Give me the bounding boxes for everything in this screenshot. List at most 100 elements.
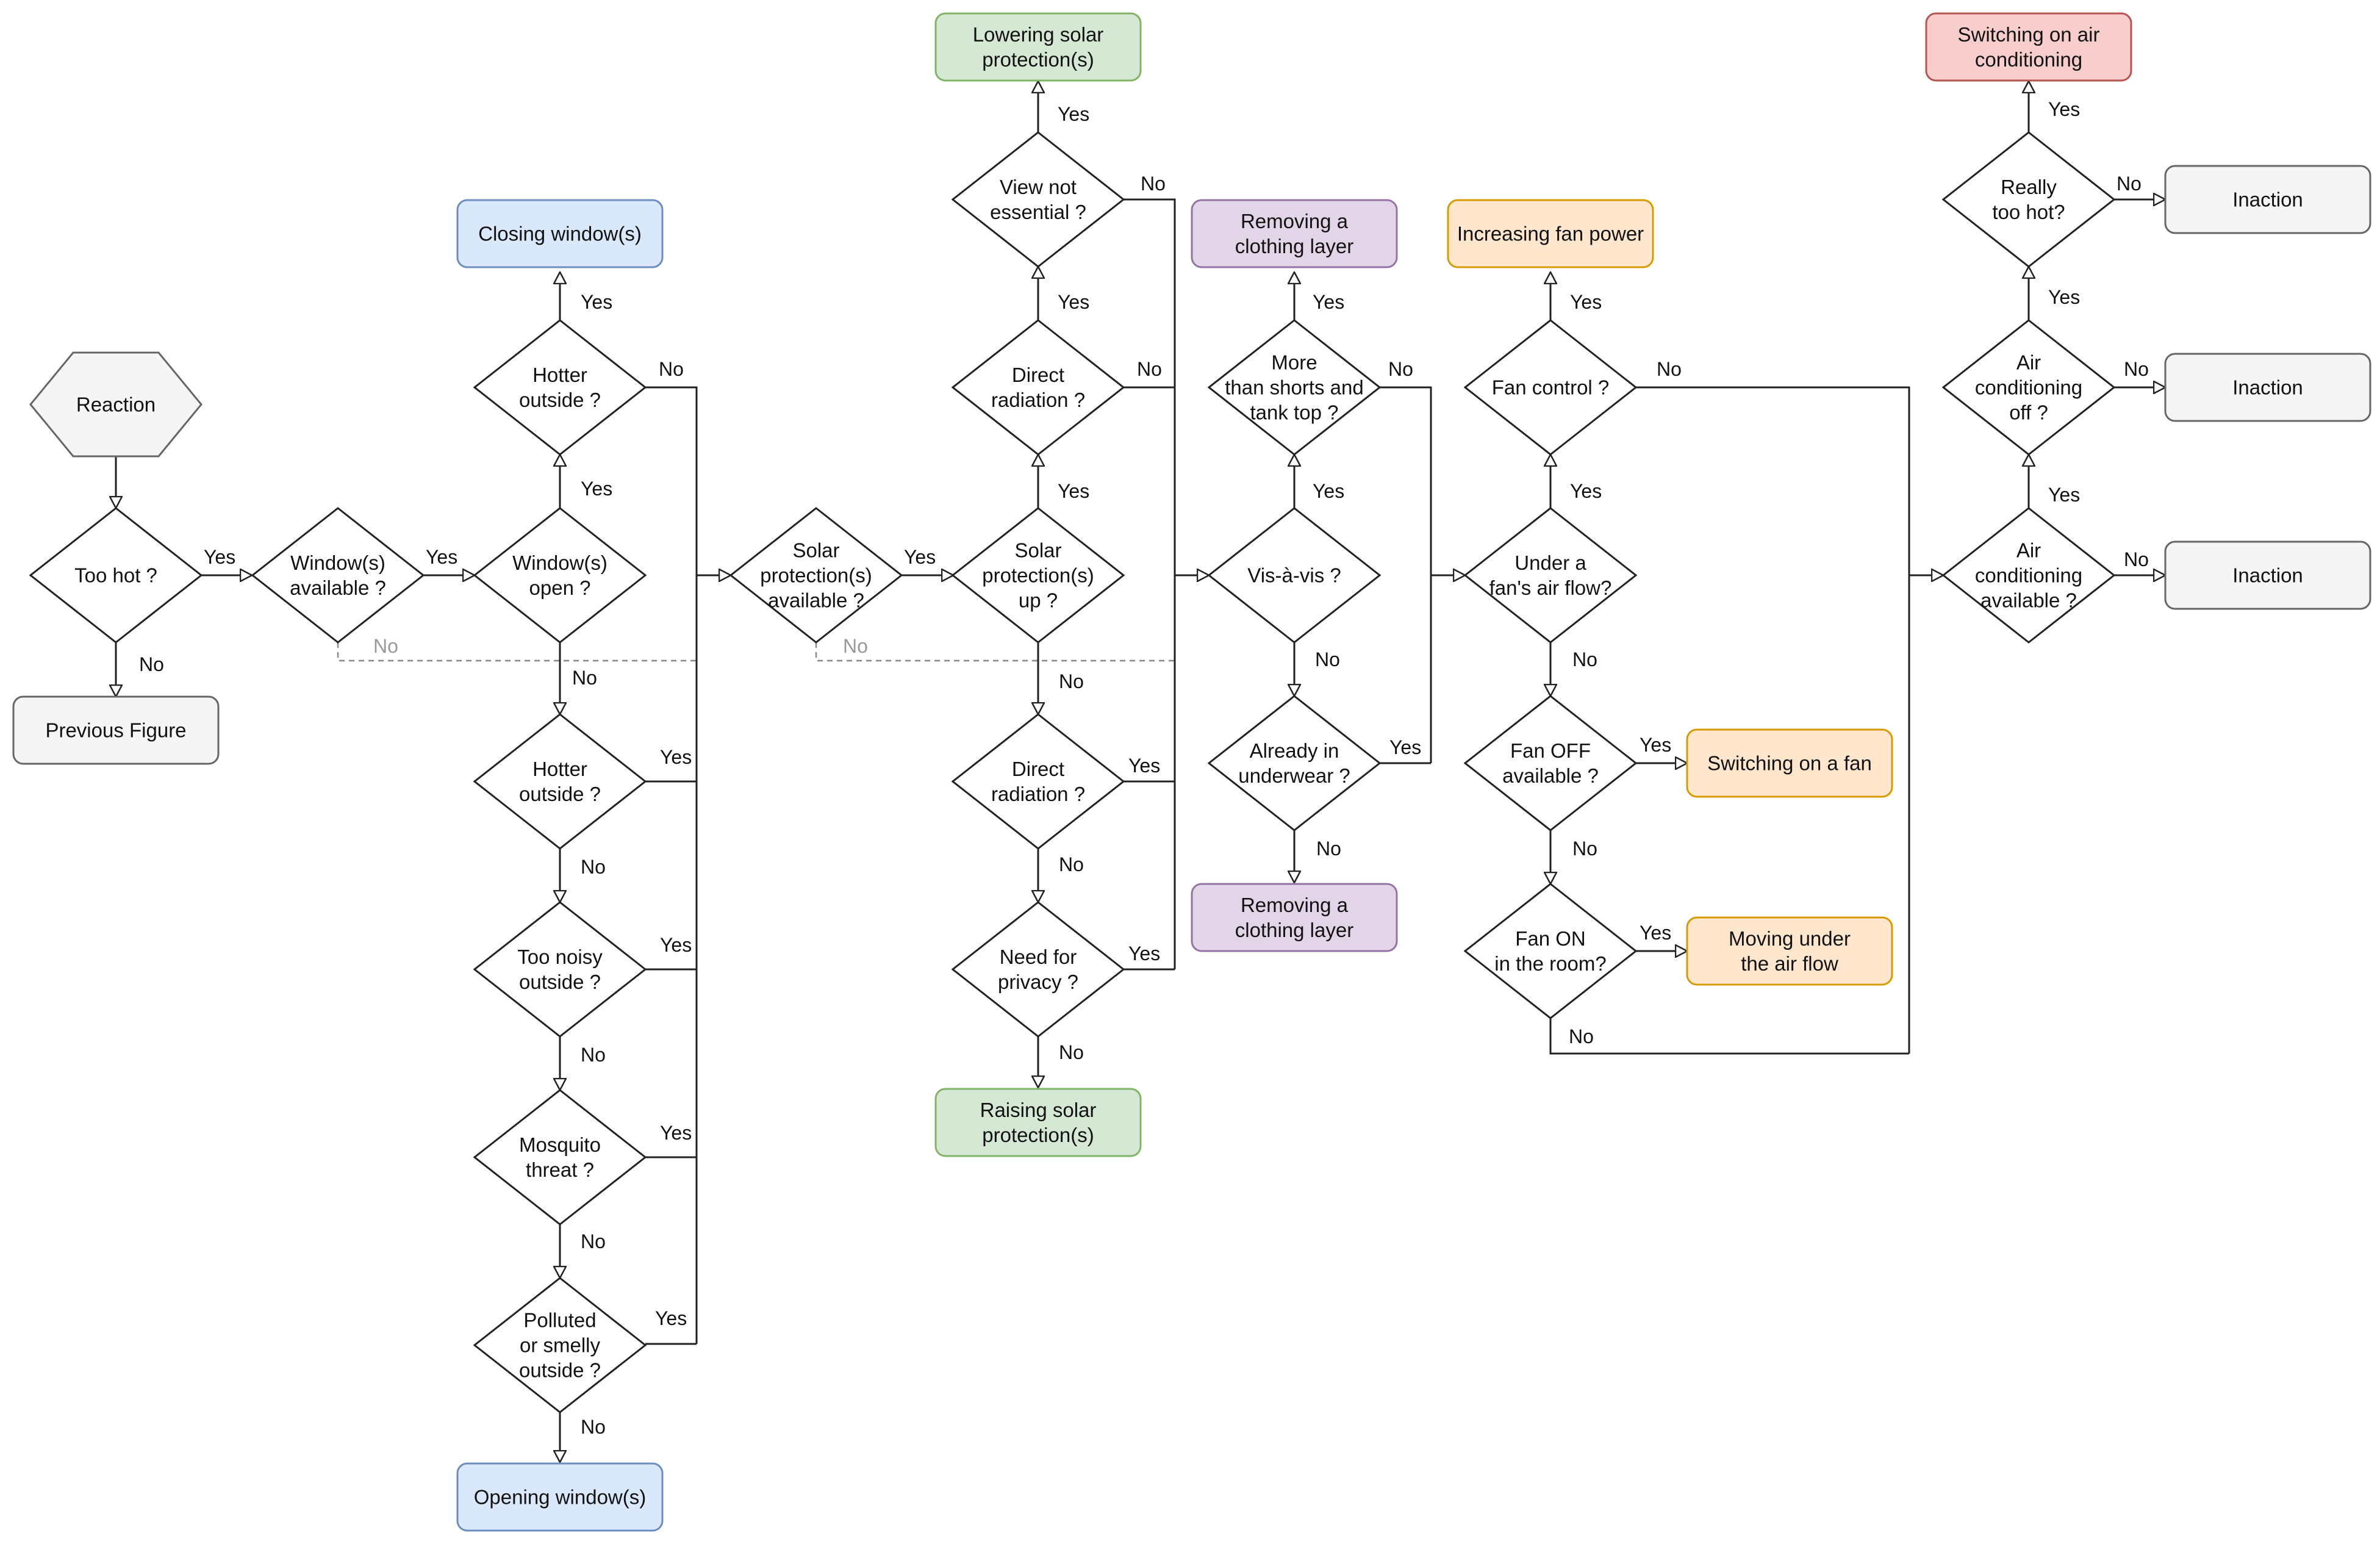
- edge-label: Yes: [1640, 922, 1671, 944]
- decision-under-fan-label: Under a: [1514, 551, 1586, 574]
- edge-label: Yes: [660, 1122, 692, 1144]
- decision-view-not-essential-label: View not: [1000, 176, 1077, 198]
- edge-label: Yes: [1128, 943, 1160, 964]
- action-inaction-1-shape: [2164, 165, 2371, 234]
- decision-direct-radiation-2-label: radiation ?: [991, 783, 1085, 805]
- action-inaction-2-shape: [2164, 353, 2371, 422]
- decision-need-privacy-label: Need for: [1000, 946, 1077, 968]
- edge-label: Yes: [1128, 755, 1160, 777]
- action-lowering-solar-label: protection(s): [982, 48, 1094, 71]
- decision-windows-open-label: Window(s): [512, 551, 608, 574]
- decision-polluted-label: Polluted: [523, 1309, 596, 1332]
- action-moving-under-air-flow-shape: [1686, 916, 1893, 986]
- decision-really-too-hot: Really too hot?: [1941, 131, 2116, 268]
- decision-ac-available-label: Air: [2016, 539, 2041, 562]
- decision-already-underwear-shape: [1207, 695, 1382, 831]
- decision-mosquito-threat-shape: [473, 1089, 647, 1226]
- edge-label: No: [1137, 358, 1162, 380]
- edge-label: Yes: [1640, 734, 1671, 756]
- action-closing-windows-shape: [456, 199, 664, 268]
- edge-label: Yes: [1313, 291, 1344, 313]
- decision-windows-available-label: Window(s): [290, 551, 385, 574]
- decision-really-too-hot-label: too hot?: [1992, 201, 2065, 223]
- edge-label: No: [139, 653, 164, 675]
- action-moving-under-air-flow-label: the air flow: [1741, 952, 1838, 975]
- edge-label: Yes: [1058, 103, 1089, 125]
- end-previous-figure: Previous Figure: [12, 695, 220, 765]
- start-reaction-shape: [29, 351, 203, 458]
- decision-windows-open: Window(s)open ?: [473, 507, 647, 644]
- edge-label: Yes: [1058, 291, 1089, 313]
- decision-ac-available-shape: [1941, 507, 2116, 644]
- edge-fan-control-no: [1636, 386, 1910, 1054]
- edge-label: Yes: [1570, 480, 1602, 502]
- decision-fan-control: Fan control ?: [1463, 319, 1638, 456]
- action-inaction-1-label: Inaction: [2232, 189, 2303, 211]
- edge-label: No: [581, 1416, 606, 1438]
- decision-ac-available-label: conditioning: [1975, 564, 2082, 587]
- edge-label: No: [1657, 358, 1682, 380]
- edge-label: No: [581, 1044, 606, 1066]
- action-lowering-solar-label: Lowering solar: [973, 23, 1104, 46]
- decision-windows-open-label: open ?: [529, 576, 591, 599]
- action-removing-layer-2-label: Removing a: [1241, 894, 1349, 916]
- decision-more-than-shorts-shape: [1207, 319, 1382, 456]
- decision-too-hot-label: Too hot ?: [74, 564, 157, 587]
- edge-label: No: [1572, 838, 1597, 860]
- action-switching-on-fan: Switching on a fan: [1686, 728, 1893, 798]
- edge-label: Yes: [2048, 484, 2080, 506]
- decision-solar-up-shape: [951, 507, 1125, 644]
- decision-solar-up-label: protection(s): [982, 564, 1094, 587]
- edges: [116, 81, 2165, 1462]
- edge-label: No: [1059, 853, 1084, 875]
- action-closing-windows: Closing window(s): [456, 199, 664, 268]
- action-removing-layer-1-label: clothing layer: [1235, 235, 1353, 257]
- action-switching-on-ac-shape: [1925, 12, 2132, 82]
- edge-win-avail-no: [337, 642, 697, 662]
- action-switching-on-fan-label: Switching on a fan: [1707, 752, 1872, 775]
- decision-fan-control-shape: [1463, 319, 1638, 456]
- decision-windows-open-shape: [473, 507, 647, 644]
- action-opening-windows-shape: [456, 1462, 664, 1532]
- decision-need-privacy-label: privacy ?: [998, 971, 1078, 993]
- decision-windows-available-shape: [251, 507, 425, 644]
- edge-label: Yes: [581, 478, 612, 500]
- action-increasing-fan: Increasing fan power: [1447, 199, 1654, 268]
- start-reaction: Reaction: [29, 351, 203, 458]
- decision-polluted-shape: [473, 1277, 647, 1413]
- edge-label: No: [2124, 358, 2149, 380]
- decision-solar-available-shape: [729, 507, 903, 644]
- decision-hotter-outside-2-shape: [473, 713, 647, 850]
- action-opening-windows: Opening window(s): [456, 1462, 664, 1532]
- decision-vis-a-vis-label: Vis-à-vis ?: [1247, 564, 1341, 587]
- decision-windows-available-label: available ?: [290, 576, 386, 599]
- action-inaction-3-label: Inaction: [2232, 564, 2303, 587]
- decision-ac-off-label: conditioning: [1975, 376, 2082, 399]
- edge-view-no: [1124, 198, 1176, 969]
- decision-hotter-outside-2-label: outside ?: [519, 783, 601, 805]
- decision-solar-available-label: Solar: [792, 539, 839, 562]
- decision-really-too-hot-label: Really: [2001, 176, 2057, 198]
- decision-already-underwear-label: underwear ?: [1238, 764, 1350, 787]
- decision-polluted-label: or smelly: [520, 1334, 601, 1357]
- decision-vis-a-vis: Vis-à-vis ?: [1207, 507, 1382, 644]
- decision-solar-available-label: available ?: [768, 589, 864, 612]
- edge-label: No: [659, 358, 684, 380]
- decision-solar-available-label: protection(s): [760, 564, 872, 587]
- edge-label: No: [1141, 173, 1166, 195]
- decision-really-too-hot-shape: [1941, 131, 2116, 268]
- decision-fan-on-room-label: in the room?: [1494, 952, 1606, 975]
- edge-label: Yes: [1058, 480, 1089, 502]
- action-inaction-2: Inaction: [2164, 353, 2371, 422]
- action-moving-under-air-flow-label: Moving under: [1729, 927, 1851, 950]
- decision-view-not-essential-label: essential ?: [990, 201, 1086, 223]
